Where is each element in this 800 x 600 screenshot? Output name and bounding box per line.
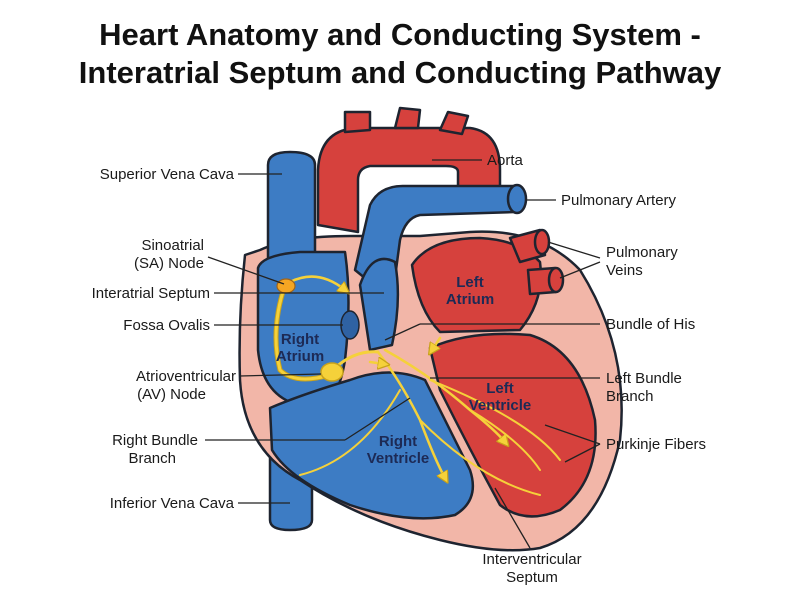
av-node-shape — [320, 362, 344, 382]
label-fossa-ovalis: Fossa Ovalis — [123, 317, 210, 334]
internodal-pathway-inner — [274, 283, 332, 381]
purkinje-fiber-2 — [429, 379, 561, 461]
atrial-pathway — [288, 275, 345, 290]
label-pulmonary-artery: Pulmonary Artery — [561, 192, 677, 209]
label-purkinje-fibers: Purkinje Fibers — [606, 436, 706, 453]
purkinje-fiber-1 — [469, 409, 541, 471]
label-av-node: Atrioventricular(AV) Node — [136, 368, 236, 403]
leader-right-bundle-2 — [344, 397, 411, 441]
leader-purkinje-2 — [564, 443, 601, 463]
la-arrow — [432, 336, 442, 350]
superior-vena-cava-vessel — [266, 150, 317, 262]
leader-interventricular-septum — [494, 487, 531, 549]
leader-sa-node — [207, 256, 285, 285]
sa-node-shape — [276, 278, 296, 294]
label-sa-node: Sinoatrial(SA) Node — [134, 237, 204, 272]
leader-purkinje-1 — [544, 424, 601, 445]
label-aorta: Aorta — [487, 152, 524, 169]
left-bundle-branch-fiber — [383, 348, 505, 442]
title-line-1: Heart Anatomy and Conducting System - — [99, 17, 701, 52]
right-ventricle-chamber — [268, 371, 475, 520]
pulmonary-vein-lower-opening — [547, 266, 565, 294]
purkinje-fiber-3 — [419, 419, 541, 496]
conduction-system — [273, 275, 561, 496]
aorta-branch-2 — [393, 106, 422, 130]
aorta-branch-1 — [343, 110, 372, 134]
aorta-branch-3 — [438, 110, 470, 136]
diagram-title: Heart Anatomy and Conducting System - In… — [0, 16, 800, 92]
left-ventricle-chamber — [428, 332, 597, 518]
label-bundle-of-his: Bundle of His — [606, 316, 695, 333]
leader-bundle-of-his — [384, 323, 421, 341]
label-inferior-vena-cava: Inferior Vena Cava — [110, 495, 235, 512]
left-atrium-chamber — [410, 236, 542, 334]
pulmonary-vein-upper-opening — [533, 228, 551, 256]
purkinje-fiber-4 — [299, 389, 401, 476]
pulmonary-artery-opening — [506, 183, 528, 215]
leader-lines — [205, 159, 601, 549]
leader-av-node — [239, 373, 322, 377]
his-arrow — [368, 362, 384, 364]
leader-pv-lower — [559, 261, 601, 279]
label-interatrial-septum: Interatrial Septum — [92, 285, 210, 302]
label-superior-vena-cava: Superior Vena Cava — [100, 166, 235, 183]
title-line-2: Interatrial Septum and Conducting Pathwa… — [78, 55, 722, 90]
fossa-ovalis-shape — [340, 310, 360, 340]
leader-pv-upper — [547, 241, 601, 259]
